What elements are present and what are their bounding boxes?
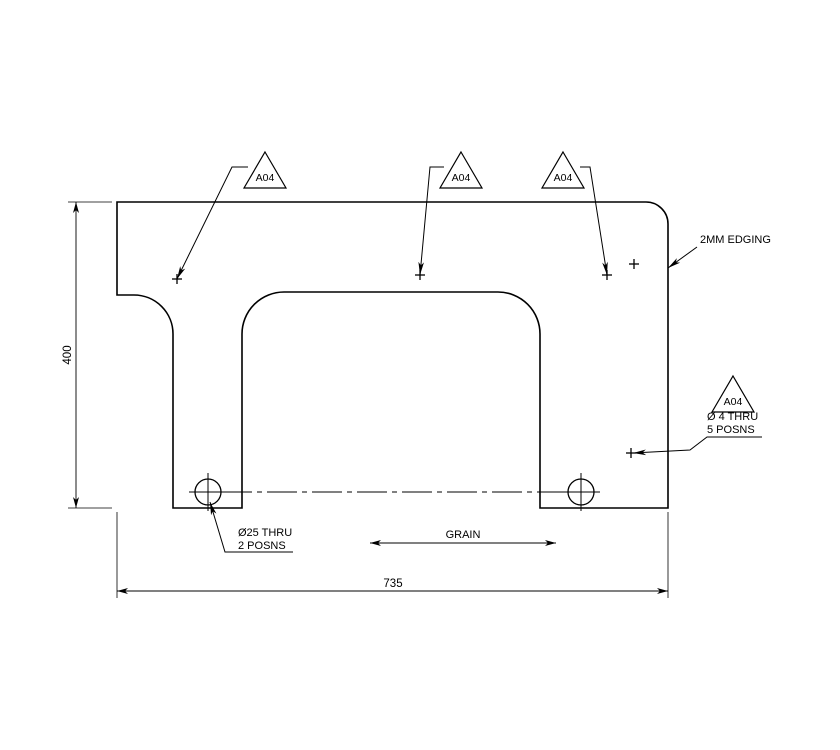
hole-mark-4 [629, 259, 639, 269]
dimension-width-735: 735 [116, 512, 669, 598]
balloon-top-mid[interactable]: A04 [418, 150, 484, 276]
part-outline [116, 201, 669, 509]
dimension-width-value: 735 [383, 578, 402, 590]
note-large-hole: Ø25 THRU 2 POSNS [209, 501, 293, 553]
balloon-top-left-label: A04 [256, 172, 275, 184]
note-large-hole-line1: Ø25 THRU [238, 527, 292, 539]
hole-left [189, 473, 227, 511]
balloon-top-right[interactable]: A04 [540, 150, 608, 276]
balloon-top-right-label: A04 [554, 172, 573, 184]
note-small-hole-line1: Ø 4 THRU [707, 411, 758, 423]
dimension-height-400: 400 [62, 201, 112, 509]
note-large-hole-line2: 2 POSNS [238, 540, 286, 552]
note-edging-label: 2MM EDGING [700, 234, 771, 246]
note-small-hole-line2: 5 POSNS [707, 424, 755, 436]
note-edging: 2MM EDGING [667, 234, 771, 269]
balloon-right[interactable]: A04 [710, 374, 756, 413]
dimension-height-value: 400 [62, 345, 74, 364]
note-small-hole: Ø 4 THRU 5 POSNS [632, 411, 762, 456]
balloon-top-mid-label: A04 [452, 172, 471, 184]
grain-label: GRAIN [446, 529, 481, 541]
balloon-top-left[interactable]: A04 [176, 150, 288, 280]
balloon-right-label: A04 [724, 396, 743, 408]
grain-indicator: GRAIN [370, 529, 556, 546]
hole-right [562, 473, 600, 511]
